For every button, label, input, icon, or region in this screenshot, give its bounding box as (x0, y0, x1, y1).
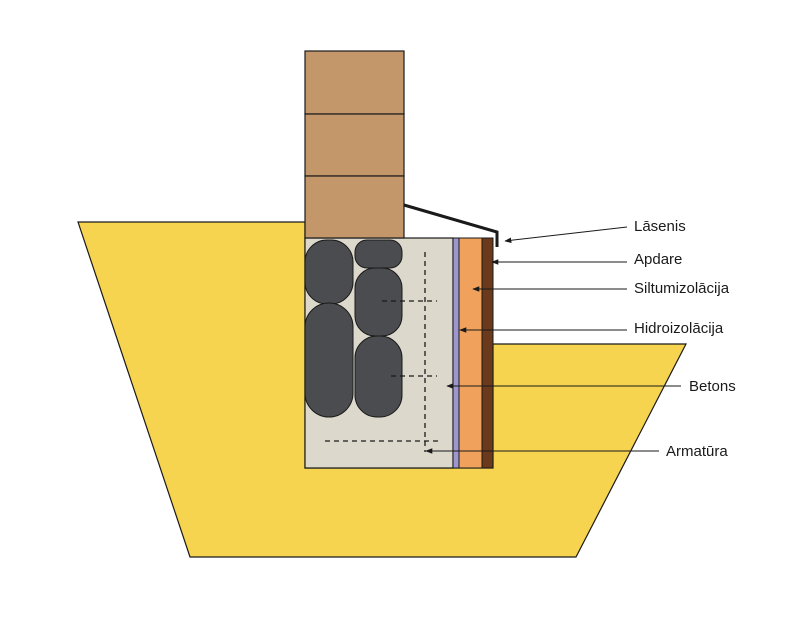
boulder (354, 239, 403, 269)
cladding-layer (481, 237, 494, 469)
label-armatura: Armatūra (666, 443, 728, 460)
drip-edge (403, 203, 499, 247)
rebar (325, 252, 440, 452)
boulders (304, 239, 403, 418)
insulation-layer (458, 237, 483, 469)
label-apdare: Apdare (634, 251, 682, 268)
boulder (304, 239, 354, 305)
waterproofing-layer (452, 237, 460, 469)
leader-lines (425, 226, 681, 454)
label-hidroizolacija: Hidroizolācija (634, 320, 724, 337)
label-siltumizolacija: Siltumizolācija (634, 280, 730, 297)
timber-wall (304, 50, 405, 239)
timber-log (304, 113, 405, 177)
boulder (354, 267, 403, 337)
label-lasenis: Lāsenis (634, 218, 686, 235)
timber-log (304, 175, 405, 239)
boulder (304, 302, 354, 418)
timber-log (304, 50, 405, 115)
label-betons: Betons (689, 378, 736, 395)
leader-lasenis (504, 226, 628, 244)
